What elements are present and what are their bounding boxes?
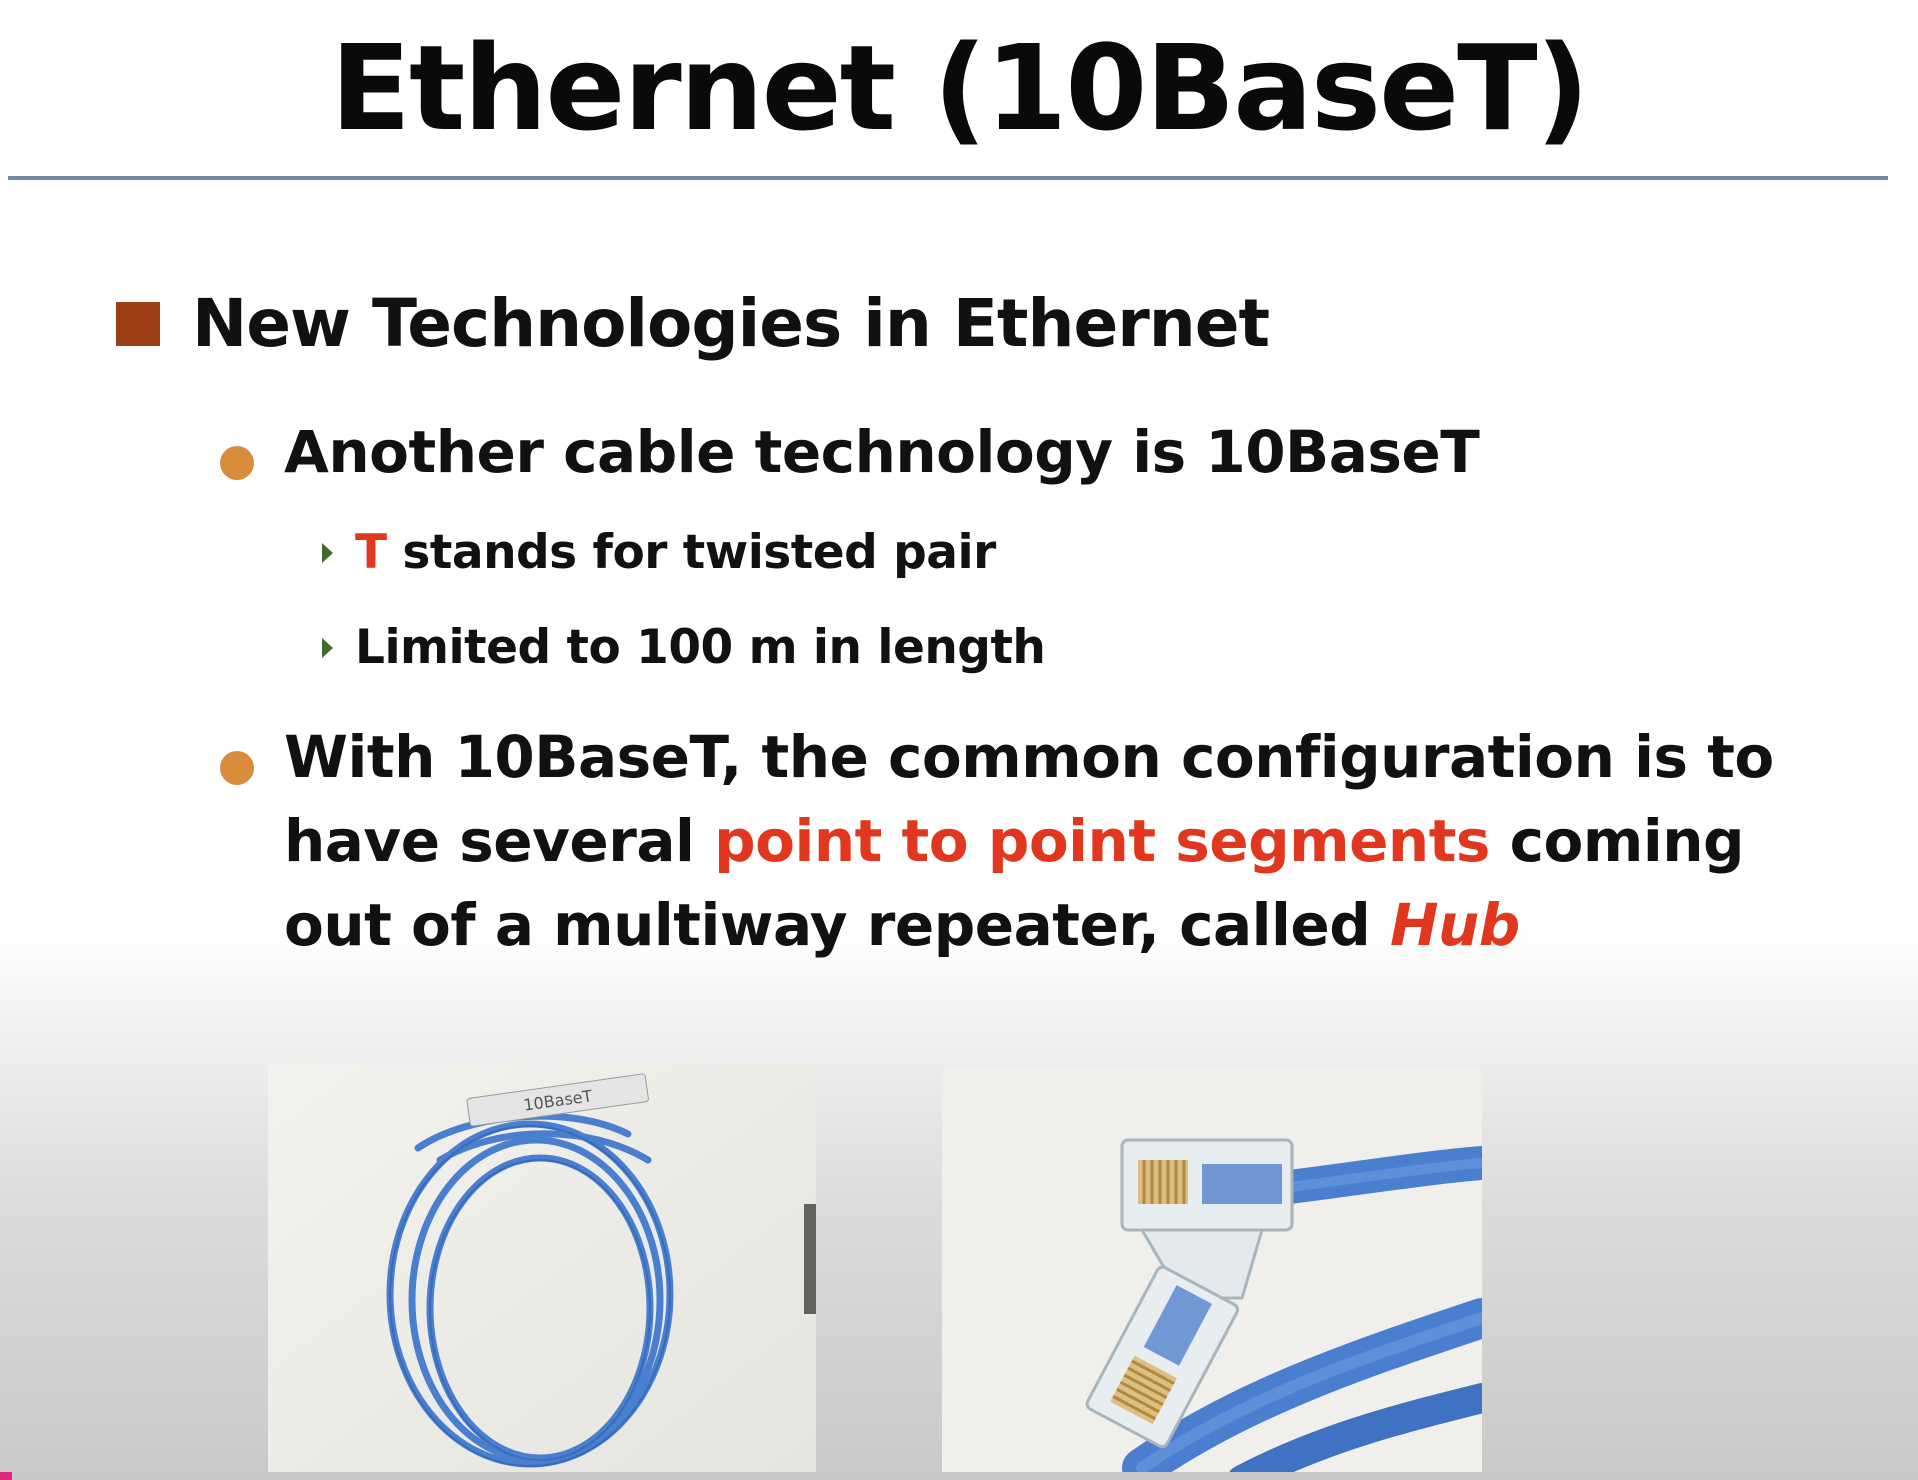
- emphasis-hub: Hub: [1389, 891, 1520, 959]
- title-divider: [8, 176, 1888, 180]
- bullet-text: With 10BaseT, the common configuration i…: [284, 715, 1860, 967]
- triangle-bullet-icon: [322, 543, 333, 563]
- rj45-bottom-connector: [1085, 1265, 1239, 1448]
- highlight-segments: point to point segments: [714, 807, 1490, 875]
- bullet-prefix: With 10BaseT, the common configuration i…: [284, 723, 1774, 875]
- progress-marker: [0, 1472, 12, 1480]
- cable-label-tag: 10BaseT: [466, 1073, 649, 1127]
- subbullet-text: Limited to 100 m in length: [355, 620, 1046, 675]
- subbullet-rest: stands for twisted pair: [386, 525, 996, 580]
- bullet-hub-configuration: With 10BaseT, the common configuration i…: [220, 715, 1860, 967]
- circle-bullet-icon: [220, 751, 254, 785]
- square-bullet-icon: [116, 302, 160, 346]
- bullet-middle: coming out of a multiway repeater, calle…: [284, 807, 1745, 959]
- circle-bullet-icon: [220, 446, 254, 480]
- video-progress-strip: [0, 1472, 1918, 1480]
- subbullet-length-limit: Limited to 100 m in length: [322, 613, 1046, 683]
- subbullet-text: T stands for twisted pair: [355, 518, 996, 588]
- rj45-connectors-photo: [942, 1068, 1482, 1480]
- bullet-cable-technology: Another cable technology is 10BaseT: [220, 410, 1480, 494]
- triangle-bullet-icon: [322, 638, 333, 658]
- highlight-t: T: [355, 525, 387, 580]
- bullet-text: Another cable technology is 10BaseT: [284, 418, 1480, 486]
- heading-bullet: New Technologies in Ethernet: [116, 284, 1270, 364]
- coiled-ethernet-cable-photo: 10BaseT: [268, 1064, 816, 1480]
- heading-text: New Technologies in Ethernet: [192, 285, 1270, 362]
- slide-title: Ethernet (10BaseT): [330, 19, 1589, 157]
- subbullet-twisted-pair: T stands for twisted pair: [322, 518, 996, 588]
